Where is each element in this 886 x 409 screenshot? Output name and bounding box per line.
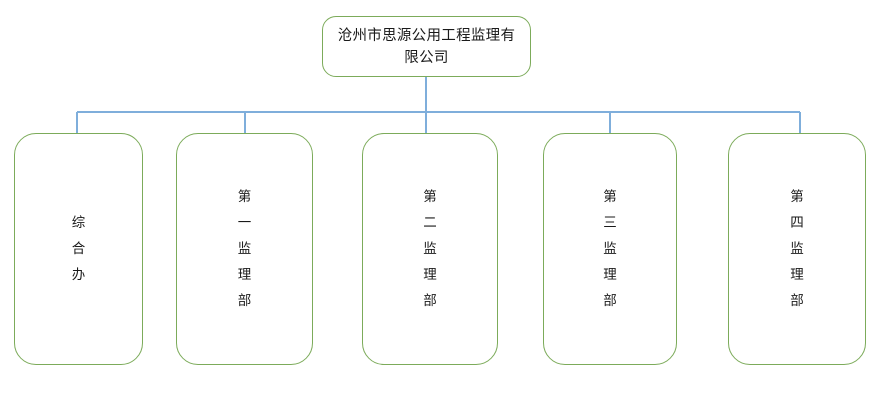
org-node-label: 第 二 监 理 部 — [423, 189, 437, 309]
org-node-comprehensive-office[interactable]: 综 合 办 — [14, 133, 143, 365]
org-node-label: 第 三 监 理 部 — [603, 189, 617, 309]
org-node-label: 第 一 监 理 部 — [237, 189, 252, 309]
org-node-label: 综 合 办 — [71, 215, 86, 283]
org-node-label: 第 四 监 理 部 — [790, 189, 804, 309]
org-node-supervision-dept-4[interactable]: 第 四 监 理 部 — [728, 133, 866, 365]
org-node-root-label: 沧州市思源公用工程监理有限公司 — [337, 27, 516, 66]
org-node-supervision-dept-2[interactable]: 第 二 监 理 部 — [362, 133, 498, 365]
org-node-supervision-dept-3[interactable]: 第 三 监 理 部 — [543, 133, 677, 365]
org-node-supervision-dept-1[interactable]: 第 一 监 理 部 — [176, 133, 313, 365]
org-node-root[interactable]: 沧州市思源公用工程监理有限公司 — [322, 16, 531, 77]
